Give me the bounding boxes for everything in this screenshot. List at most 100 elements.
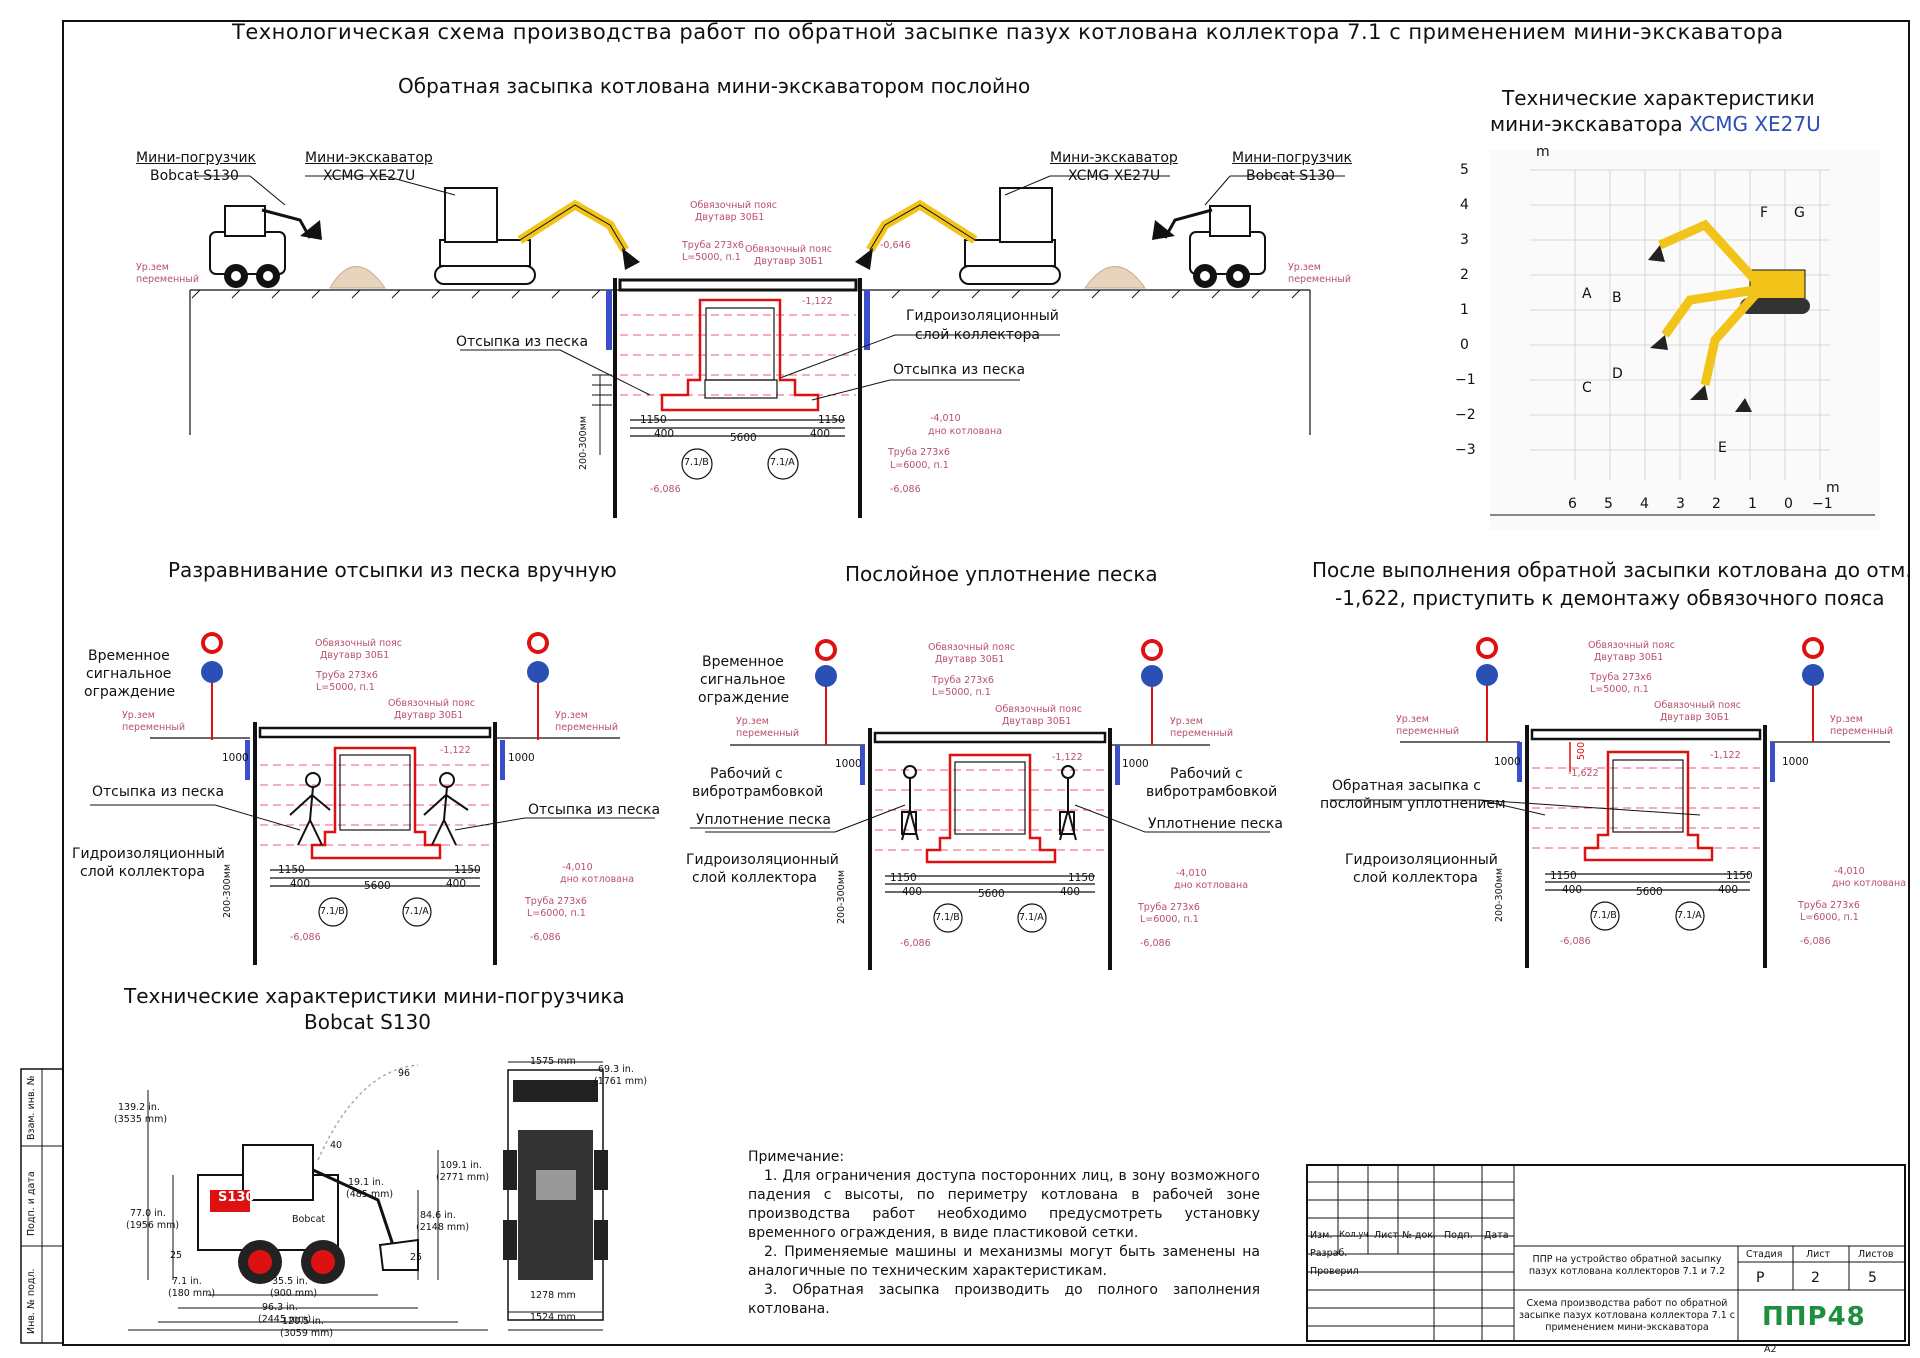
p2-belt-2: Двутавр 30Б1 xyxy=(935,654,1005,665)
p1-sand-right: Отсыпка из песка xyxy=(528,802,661,818)
p2-dim-1150-r: 1150 xyxy=(1068,872,1095,884)
p2-pipe-1: Труба 273х6 xyxy=(932,675,994,686)
p3-pipe-1: Труба 273х6 xyxy=(1590,672,1652,683)
p2-worker-right-2: вибротрамбовкой xyxy=(1146,784,1278,800)
x-tick-5: 5 xyxy=(1604,496,1613,512)
stamp-sheet-head: Лист xyxy=(1806,1249,1831,1260)
loader-width-tread: 1278 mm xyxy=(530,1290,576,1301)
p2-wp-2: слой коллектора xyxy=(692,870,817,886)
p2-belt-1: Обвязочный пояс xyxy=(928,642,1015,653)
y-tick-1: 1 xyxy=(1460,302,1469,318)
p1-axis-b: 7.1/В xyxy=(320,906,345,917)
p2-ground-1: Ур.зем xyxy=(736,716,769,727)
loader-width-right: 69.3 in. xyxy=(598,1064,634,1075)
p3-wp-2: слой коллектора xyxy=(1353,870,1478,886)
p1-ground-r2: переменный xyxy=(555,722,619,733)
p2-dim-400-r: 400 xyxy=(1060,886,1081,898)
sand-label-left: Отсыпка из песка xyxy=(456,334,589,350)
p1-pipe-1: Труба 273х6 xyxy=(316,670,378,681)
y-tick-m3: −3 xyxy=(1455,442,1476,458)
loader-specs-title: Технические характеристики мини-погрузчи… xyxy=(124,984,625,1008)
x-tick-m1: −1 xyxy=(1812,496,1833,512)
p2-wp-1: Гидроизоляционный xyxy=(686,852,839,868)
stamp-developer: Разраб. xyxy=(1310,1248,1348,1259)
loader-right-model: Bobcat S130 xyxy=(1246,168,1335,184)
p1-ground-2: переменный xyxy=(122,722,186,733)
loader-angle-25b: 25 xyxy=(410,1252,423,1263)
excavator-specs-title: Технические характеристики xyxy=(1502,86,1815,110)
p2-compact-right: Уплотнение песка xyxy=(1148,816,1283,832)
p1-belt-2: Двутавр 30Б1 xyxy=(320,650,390,661)
letter-f: F xyxy=(1760,205,1769,221)
belt1-label: Обвязочный пояс xyxy=(690,200,777,211)
p1-pipe-2: L=5000, п.1 xyxy=(316,682,375,693)
p1-dim-400-r: 400 xyxy=(446,878,467,890)
excavator-specs-model: XCMG XE27U xyxy=(1689,112,1821,136)
note-2: 2. Применяемые машины и механизмы могут … xyxy=(748,1244,1260,1279)
p1-wp-2: слой коллектора xyxy=(80,864,205,880)
side-stamp xyxy=(20,1068,64,1344)
dim-400-right: 400 xyxy=(810,428,831,440)
ground-level-left: Ур.зем xyxy=(136,262,169,273)
p3-dim-1150-r: 1150 xyxy=(1726,870,1753,882)
loader-angle-96: 96 xyxy=(398,1068,411,1079)
p3-axis-b: 7.1/В xyxy=(1592,910,1617,921)
ground-level-right-2: переменный xyxy=(1288,274,1352,285)
letter-g: G xyxy=(1794,205,1805,221)
stamp-col-doc: № док. xyxy=(1402,1230,1437,1241)
x-tick-6: 6 xyxy=(1568,496,1577,512)
p2-fence-2: сигнальное xyxy=(700,672,786,688)
side-stamp-replace: Взам. инв. № xyxy=(26,1075,37,1140)
dim-5600: 5600 xyxy=(730,432,757,444)
p3-mark-6086-r: -6,086 xyxy=(1800,936,1831,947)
waterproof-label-1: Гидроизоляционный xyxy=(906,308,1059,324)
excavator-right-icon xyxy=(855,187,1061,285)
y-tick-m2: −2 xyxy=(1455,407,1476,423)
p2-ground-2: переменный xyxy=(736,728,800,739)
waterproof-label-2: слой коллектора xyxy=(915,327,1040,343)
excavator-left-model: XCMG XE27U xyxy=(323,168,416,184)
side-stamp-sign: Подп. и дата xyxy=(26,1171,37,1236)
p2-ground-r1: Ур.зем xyxy=(1170,716,1203,727)
loader-width-right-mm: (1761 mm) xyxy=(594,1076,648,1087)
loader-left-model: Bobcat S130 xyxy=(150,168,239,184)
p3-belt-1: Обвязочный пояс xyxy=(1588,640,1675,651)
x-tick-3: 3 xyxy=(1676,496,1685,512)
x-tick-0: 0 xyxy=(1784,496,1793,512)
p3-ground-r1: Ур.зем xyxy=(1830,714,1863,725)
p1-mark-4010: -4,010 xyxy=(562,862,593,873)
p3-dim-1000-right: 1000 xyxy=(1782,756,1809,768)
loader-left-icon xyxy=(209,205,386,289)
loader-length: 96.3 in. xyxy=(262,1302,298,1313)
belt2-type: Двутавр 30Б1 xyxy=(754,256,824,267)
p3-backfill-1: Обратная засыпка с xyxy=(1332,778,1481,794)
p3-pipe6-1: Труба 273х6 xyxy=(1798,900,1860,911)
p2-worker-right: Рабочий с xyxy=(1170,766,1243,782)
p2-worker-left: Рабочий с xyxy=(710,766,783,782)
loader-h-pin: 109.1 in. xyxy=(440,1160,482,1171)
y-tick-5: 5 xyxy=(1460,162,1469,178)
letter-e: E xyxy=(1718,440,1727,456)
stamp-checker: Проверил xyxy=(1310,1266,1359,1277)
p1-dim-1150-l: 1150 xyxy=(278,864,305,876)
ground-level-right: Ур.зем xyxy=(1288,262,1321,273)
mark-6086-right: -6,086 xyxy=(890,484,921,495)
note-1: 1. Для ограничения доступа посторонних л… xyxy=(748,1168,1260,1241)
y-tick-0: 0 xyxy=(1460,337,1469,353)
p1-axis-a: 7.1/А xyxy=(404,906,429,917)
panel2-title: Послойное уплотнение песка xyxy=(845,562,1158,586)
p2-axis-a: 7.1/А xyxy=(1019,912,1044,923)
loader-length-bucket: 120.5 in. xyxy=(282,1316,324,1327)
y-tick-m1: −1 xyxy=(1455,372,1476,388)
loader-logo: S130 xyxy=(218,1190,255,1205)
excavator-left-icon xyxy=(434,187,640,285)
p1-fence-3: ограждение xyxy=(84,684,176,700)
p1-dim-5600: 5600 xyxy=(364,880,391,892)
p2-ground-r2: переменный xyxy=(1170,728,1234,739)
p1-dim-1150-r: 1150 xyxy=(454,864,481,876)
p1-pipe6-1: Труба 273х6 xyxy=(525,896,587,907)
p1-belt2-1: Обвязочный пояс xyxy=(388,698,475,709)
ground-level-left-2: переменный xyxy=(136,274,200,285)
p1-pipe6-2: L=6000, п.1 xyxy=(527,908,586,919)
